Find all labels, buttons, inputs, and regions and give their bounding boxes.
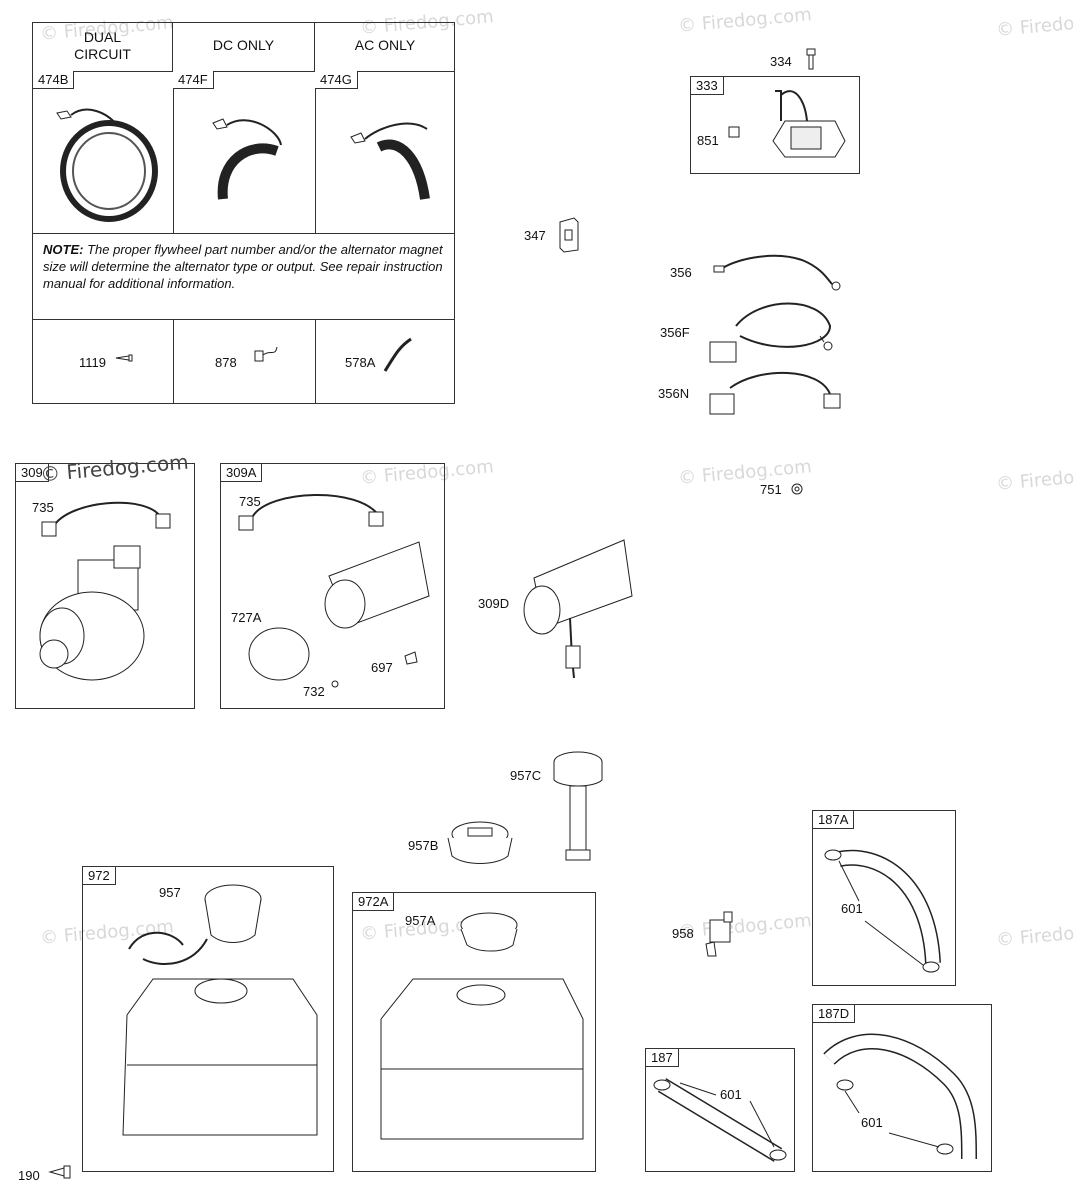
header-dc-only: DC ONLY bbox=[173, 23, 315, 71]
switch-icon bbox=[556, 214, 582, 254]
bolt-icon bbox=[804, 48, 818, 72]
label-347: 347 bbox=[524, 228, 546, 243]
wire-icon bbox=[381, 335, 421, 375]
fuel-hose-187-illustration bbox=[650, 1075, 792, 1169]
note-label: NOTE: bbox=[43, 242, 84, 257]
fuel-tank-972-illustration bbox=[93, 875, 327, 1167]
label-972A: 972A bbox=[353, 893, 395, 911]
ignition-coil-illustration bbox=[725, 81, 857, 171]
label-309A: 309A bbox=[221, 464, 263, 482]
label-187A: 187A bbox=[813, 811, 855, 829]
label-851: 851 bbox=[697, 133, 719, 148]
starter-309A-illustration bbox=[229, 486, 439, 696]
label-190: 190 bbox=[18, 1168, 40, 1183]
label-878: 878 bbox=[215, 355, 237, 370]
label-957B: 957B bbox=[408, 838, 439, 853]
label-972: 972 bbox=[83, 867, 116, 885]
dual-circuit-stator-illustration bbox=[47, 103, 167, 223]
label-309D: 309D bbox=[478, 596, 510, 611]
connector-icon bbox=[251, 343, 281, 373]
label-751: 751 bbox=[760, 482, 782, 497]
label-334: 334 bbox=[770, 54, 792, 69]
fuel-tank-972A-illustration bbox=[363, 899, 589, 1167]
label-474F: 474F bbox=[173, 71, 214, 89]
header-ac-only: AC ONLY bbox=[354, 37, 416, 53]
label-601-c: 601 bbox=[861, 1115, 883, 1130]
label-957C: 957C bbox=[510, 768, 542, 783]
watermark: © Firedog.com bbox=[677, 4, 813, 37]
screw-icon bbox=[115, 353, 133, 363]
label-309: 309 bbox=[16, 464, 49, 482]
ac-stator-illustration bbox=[349, 107, 449, 217]
fuel-hose-187D-box: 187D 601 bbox=[812, 1004, 992, 1172]
label-601-a: 601 bbox=[841, 901, 863, 916]
label-333: 333 bbox=[691, 77, 724, 95]
label-578A: 578A bbox=[345, 355, 376, 370]
ignition-module-box: 333 851 bbox=[690, 76, 860, 174]
label-732: 732 bbox=[303, 684, 325, 699]
fuel-hose-187A-illustration bbox=[819, 841, 953, 981]
label-187D: 187D bbox=[813, 1005, 856, 1023]
fuel-hose-187D-illustration bbox=[819, 1029, 989, 1169]
harness-356N-illustration bbox=[700, 364, 860, 424]
starter-309D-illustration bbox=[514, 528, 654, 688]
label-735-b: 735 bbox=[239, 494, 261, 509]
fuel-tank-972-box: 972 957 bbox=[82, 866, 334, 1172]
dc-stator-illustration bbox=[209, 111, 299, 221]
starter-309-box: 309 735 bbox=[15, 463, 195, 709]
label-958: 958 bbox=[672, 926, 694, 941]
label-957A: 957A bbox=[405, 913, 436, 928]
fuel-cap-illustration bbox=[444, 818, 516, 868]
ground-wire-illustration bbox=[712, 250, 842, 292]
note-text: The proper flywheel part number and/or t… bbox=[43, 242, 443, 291]
label-356N: 356N bbox=[658, 386, 690, 401]
label-474G: 474G bbox=[315, 71, 358, 89]
fuel-valve-icon bbox=[698, 910, 740, 960]
label-727A: 727A bbox=[231, 610, 262, 625]
alternator-table: DUAL CIRCUIT DC ONLY AC ONLY 474B 474F 4… bbox=[32, 22, 455, 404]
label-1119: 1119 bbox=[79, 355, 106, 370]
harness-356F-illustration bbox=[700, 296, 860, 372]
label-356: 356 bbox=[670, 265, 692, 280]
washer-icon bbox=[790, 482, 804, 496]
label-187: 187 bbox=[646, 1049, 679, 1067]
label-735: 735 bbox=[32, 500, 54, 515]
fuel-hose-187A-box: 187A 601 bbox=[812, 810, 956, 986]
label-356F: 356F bbox=[660, 325, 690, 340]
alternator-note: NOTE: The proper flywheel part number an… bbox=[43, 241, 443, 292]
screw-190-icon bbox=[48, 1162, 72, 1182]
starter-309-illustration bbox=[22, 486, 192, 696]
label-957: 957 bbox=[159, 885, 181, 900]
starter-309A-box: 309A 735 727A 697 732 bbox=[220, 463, 445, 709]
label-697: 697 bbox=[371, 660, 393, 675]
fuel-tank-972A-box: 972A 957A bbox=[352, 892, 596, 1172]
label-601-b: 601 bbox=[720, 1087, 742, 1102]
header-dual-circuit: DUAL CIRCUIT bbox=[33, 23, 173, 71]
label-474B: 474B bbox=[33, 71, 75, 89]
fuel-hose-187-box: 187 601 bbox=[645, 1048, 795, 1172]
watermark: © Firedog.com bbox=[995, 462, 1073, 495]
watermark: © Firedog.com bbox=[995, 918, 1073, 951]
fuel-cap-gauge-illustration bbox=[548, 746, 608, 872]
watermark: © Firedog.com bbox=[995, 8, 1073, 41]
